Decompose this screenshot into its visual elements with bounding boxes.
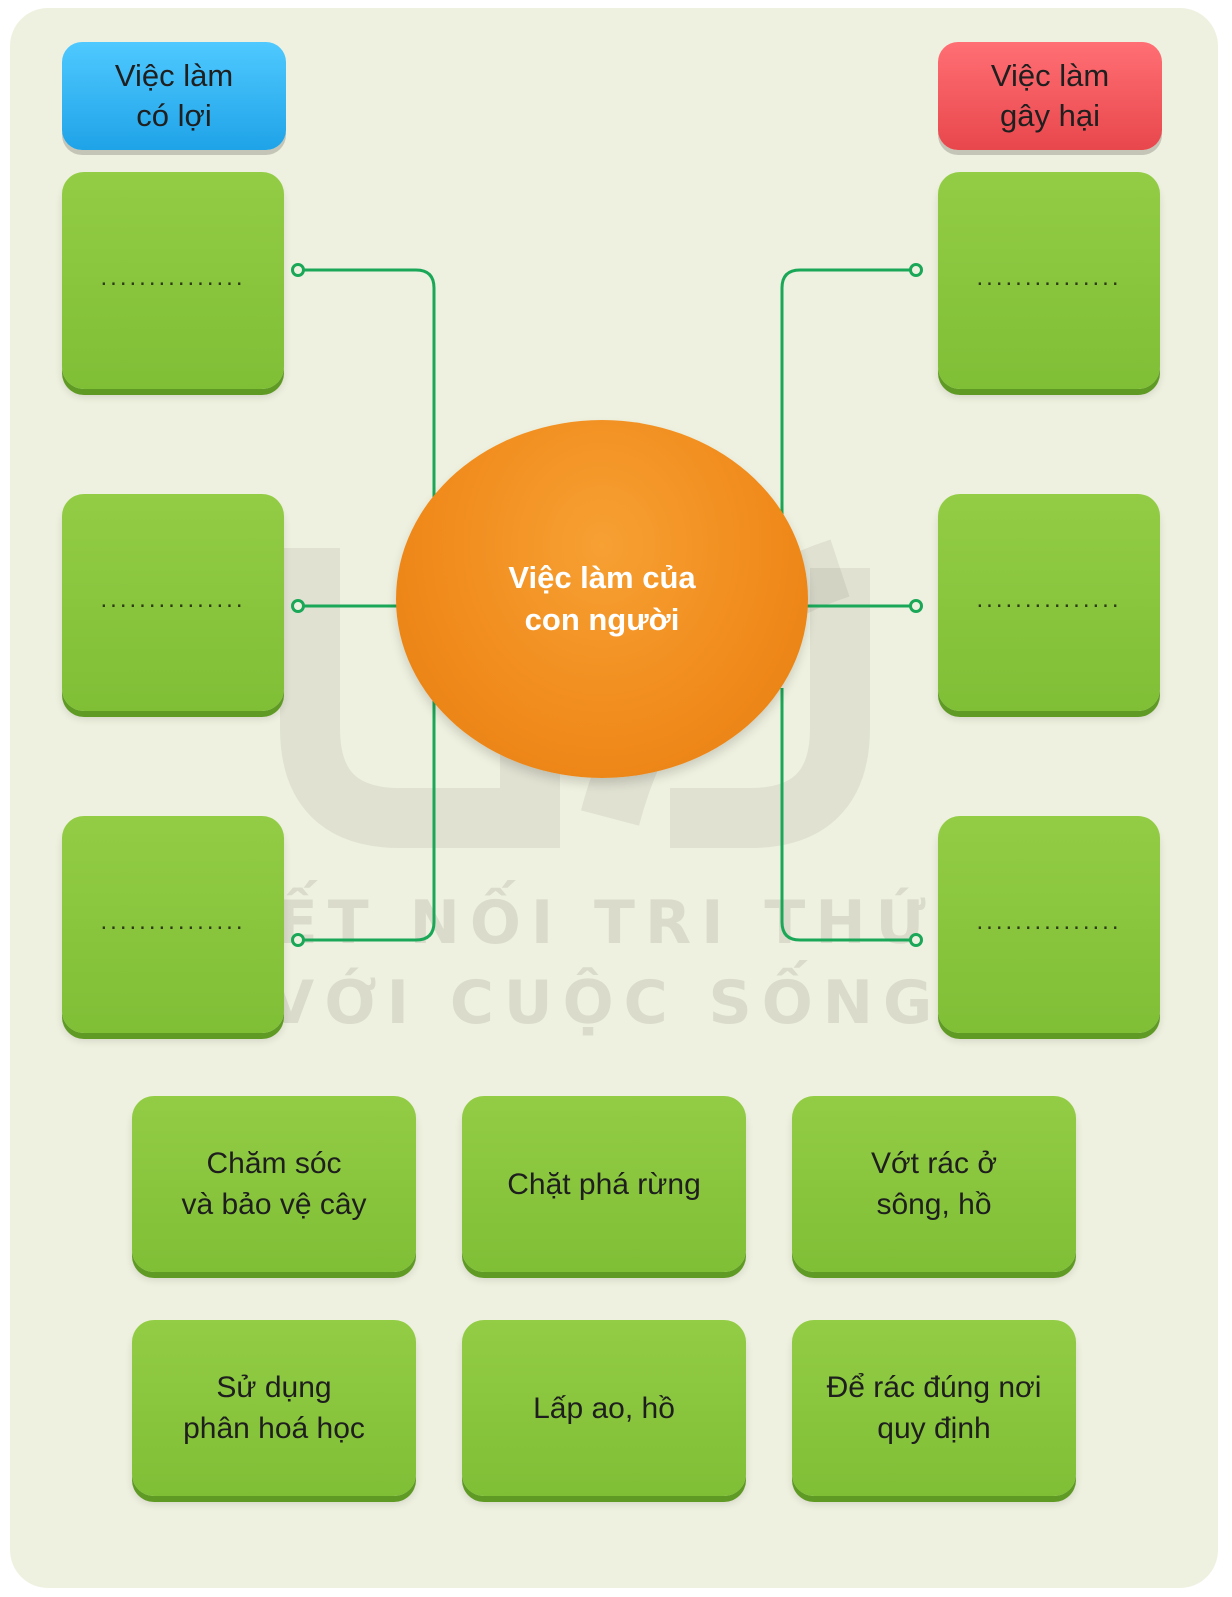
option-card-label: Chặt phá rừng — [507, 1167, 701, 1201]
option-card-proper-trash-disposal[interactable]: Để rác đúng nơi quy định — [792, 1320, 1076, 1496]
option-card-label: Lấp ao, hồ — [533, 1391, 675, 1425]
beneficial-actions-header: Việc làm có lợi — [62, 42, 286, 150]
connector-dot-left-mid — [291, 599, 305, 613]
connector-left-bottom — [298, 698, 436, 942]
slot-placeholder: ............... — [976, 263, 1122, 291]
option-card-fill-ponds[interactable]: Lấp ao, hồ — [462, 1320, 746, 1496]
slot-placeholder: ............... — [100, 907, 246, 935]
beneficial-slot-2[interactable]: ............... — [62, 494, 284, 711]
slot-placeholder: ............... — [100, 263, 246, 291]
connector-left-top — [298, 268, 436, 508]
connector-lines — [291, 263, 923, 947]
option-card-chemical-fertilizer[interactable]: Sử dụng phân hoá học — [132, 1320, 416, 1496]
harmful-slot-2[interactable]: ............... — [938, 494, 1160, 711]
slot-placeholder: ............... — [976, 907, 1122, 935]
beneficial-slot-3[interactable]: ............... — [62, 816, 284, 1033]
harmful-slot-1[interactable]: ............... — [938, 172, 1160, 389]
option-card-label: Chăm sóc và bảo vệ cây — [181, 1147, 367, 1221]
central-topic-label: Việc làm của con người — [508, 560, 696, 637]
option-card-label: Vớt rác ở sông, hồ — [870, 1147, 998, 1221]
slot-placeholder: ............... — [100, 585, 246, 613]
option-card-collect-river-trash[interactable]: Vớt rác ở sông, hồ — [792, 1096, 1076, 1272]
connector-dot-right-top — [909, 263, 923, 277]
option-card-care-trees[interactable]: Chăm sóc và bảo vệ cây — [132, 1096, 416, 1272]
connector-dot-right-bottom — [909, 933, 923, 947]
connector-dot-left-bottom — [291, 933, 305, 947]
diagram-panel: KẾT NỐI TRI THỨC VỚI CUỘC SỐNG Việc làm … — [10, 8, 1218, 1588]
beneficial-actions-label: Việc làm có lợi — [114, 58, 234, 133]
harmful-actions-label: Việc làm gây hại — [990, 58, 1110, 133]
beneficial-slot-1[interactable]: ............... — [62, 172, 284, 389]
slot-placeholder: ............... — [976, 585, 1122, 613]
harmful-actions-header: Việc làm gây hại — [938, 42, 1162, 150]
option-card-deforestation[interactable]: Chặt phá rừng — [462, 1096, 746, 1272]
harmful-slot-3[interactable]: ............... — [938, 816, 1160, 1033]
option-card-label: Sử dụng phân hoá học — [183, 1371, 365, 1445]
connector-dot-right-mid — [909, 599, 923, 613]
connector-right-bottom — [780, 688, 916, 942]
option-card-label: Để rác đúng nơi quy định — [826, 1371, 1042, 1445]
connector-right-top — [780, 268, 916, 518]
central-topic-node: Việc làm của con người — [396, 420, 808, 778]
connector-dot-left-top — [291, 263, 305, 277]
